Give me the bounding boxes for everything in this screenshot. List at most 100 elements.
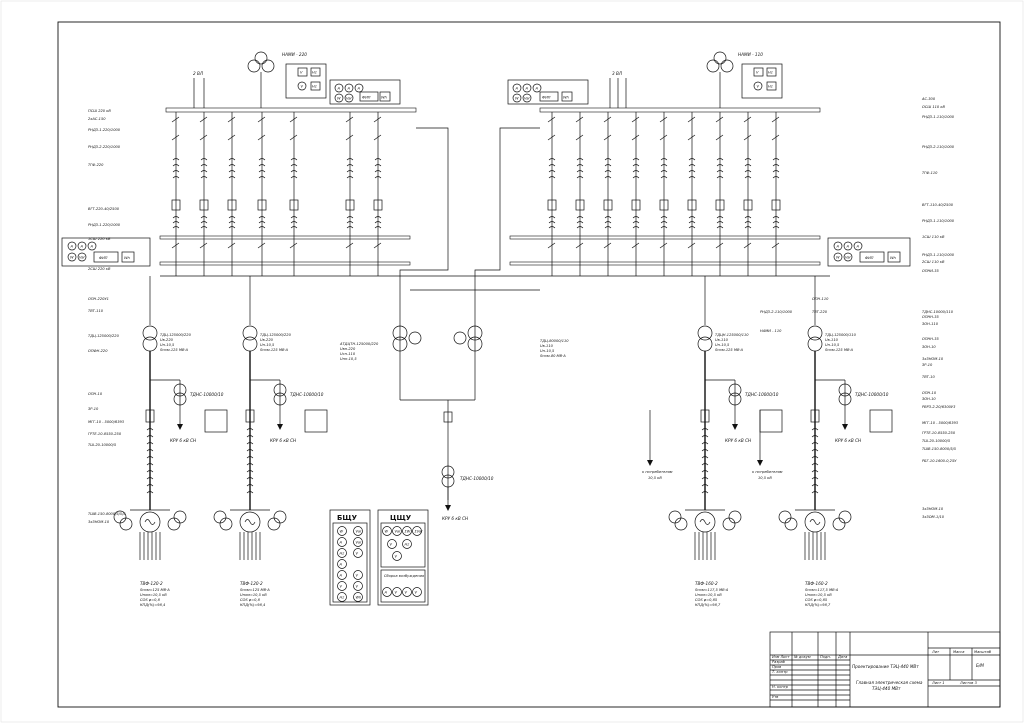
svg-text:ОПН-110: ОПН-110: [812, 297, 829, 301]
right-label: ТГФ-110: [922, 171, 938, 175]
meter-panel-220-top: V Hz V Hz: [285, 63, 327, 99]
circuit-breaker: [743, 199, 753, 211]
aux-transformer: [728, 383, 742, 397]
current-transformer: [172, 170, 180, 173]
label-nami220: НАМИ - 220: [282, 52, 307, 57]
instrument-dial: [337, 559, 347, 569]
voltage-transformer: [119, 517, 133, 531]
current-transformer: [258, 216, 266, 219]
instrument-dial: [353, 537, 363, 547]
current-transformer: [604, 164, 612, 167]
gen-type: ТВФ-120-2: [240, 581, 263, 586]
svg-text:W: W: [70, 256, 74, 260]
current-transformer: [688, 170, 696, 173]
current-transformer: [701, 456, 709, 459]
svg-text:A: A: [70, 245, 74, 249]
current-transformer: [290, 216, 298, 219]
overhead-lines-110: 3 ВЛ: [609, 71, 627, 108]
disconnector: [659, 116, 668, 123]
arrow-down: [757, 460, 763, 466]
current-transformer: [146, 449, 154, 452]
current-transformer: [146, 442, 154, 445]
instrument-label: V: [405, 591, 408, 595]
current-transformer: [200, 170, 208, 173]
gen-u: Uном=10,5 кВ: [695, 593, 722, 597]
disconnector: [771, 242, 780, 249]
transformer-label: ТДЦН-125000/110: [715, 333, 749, 337]
svg-text:Масштаб: Масштаб: [974, 650, 992, 654]
current-transformer: [701, 442, 709, 445]
left-label: ПСШ 220 кВ: [88, 109, 111, 113]
gen-kpd: КПД(%)=98,7: [805, 603, 831, 607]
svg-text:Листов 3: Листов 3: [959, 681, 978, 685]
current-transformer: [346, 216, 354, 219]
current-transformer: [146, 428, 154, 431]
instrument-dial: [402, 587, 412, 597]
svg-text:Hz: Hz: [312, 85, 317, 89]
current-transformer: [604, 216, 612, 219]
left-label: 1СШ 220 кВ: [88, 237, 111, 241]
svg-text:Пров: Пров: [772, 665, 781, 669]
label-vl220: 2 ВЛ: [193, 71, 204, 76]
disconnector: [715, 116, 724, 123]
current-transformer: [576, 216, 584, 219]
right-label: 3хЗНОМ-10: [922, 357, 944, 361]
current-transformer: [374, 226, 382, 229]
stamp-drawing-title-1: Главная электрическая схема: [856, 680, 923, 685]
current-transformer: [290, 176, 298, 179]
right-label: ЗОН-10: [922, 345, 936, 349]
bay: [289, 112, 299, 276]
current-transformer: [744, 221, 752, 224]
current-transformer: [228, 226, 236, 229]
disconnector: [345, 134, 354, 141]
current-transformer: [346, 176, 354, 179]
current-transformer: [660, 158, 668, 161]
current-transformer: [716, 221, 724, 224]
svg-text:Var: Var: [524, 97, 530, 101]
gen-type: ТВФ-160-2: [805, 581, 828, 586]
left-label: 3хЗНОМ-10: [88, 520, 110, 524]
svg-text:Т. контр: Т. контр: [772, 670, 788, 674]
bus-2sh-220: [159, 261, 411, 266]
current-transformer: [660, 226, 668, 229]
svg-text:A: A: [347, 87, 351, 91]
current-transformer: [660, 164, 668, 167]
bays-220: [171, 112, 383, 276]
generator-symbol: [694, 511, 716, 533]
current-transformer: [172, 221, 180, 224]
transformer-label: ТДЦ-125000/220: [160, 333, 192, 337]
current-transformer: [146, 470, 154, 473]
current-transformer: [290, 158, 298, 161]
label-tdns: ТДНС-10000/10: [190, 392, 224, 397]
instrument-label: W: [340, 530, 344, 534]
svg-text:V: V: [757, 85, 760, 89]
circuit-breaker: [575, 199, 585, 211]
instrument-dial: [337, 537, 347, 547]
bay: [345, 112, 355, 276]
bay: [171, 112, 181, 276]
disconnector: [289, 242, 298, 249]
current-transformer: [146, 463, 154, 466]
disconnector: [547, 242, 556, 249]
current-transformer: [146, 435, 154, 438]
svg-text:Изм Лист: Изм Лист: [772, 655, 790, 659]
stamp-project-title: Проектирование ТЭЦ-440 МВт: [852, 664, 919, 669]
generator-breaker: [700, 409, 710, 423]
disconnector: [199, 242, 208, 249]
disconnector: [171, 242, 180, 249]
gen-cos: COS φ=0,8: [140, 598, 161, 602]
disconnector: [687, 242, 696, 249]
current-transformer: [290, 164, 298, 167]
current-transformer: [258, 176, 266, 179]
current-transformer: [632, 158, 640, 161]
svg-text:Wh: Wh: [890, 256, 897, 260]
svg-text:№ докум: № докум: [793, 655, 811, 659]
svg-text:Var: Var: [845, 256, 851, 260]
svg-text:Sном-80 МВ·А: Sном-80 МВ·А: [540, 354, 566, 358]
left-label: ТДЦ-125000/220: [88, 334, 120, 338]
instrument-dial: [392, 587, 402, 597]
svg-text:Wh: Wh: [563, 96, 570, 100]
